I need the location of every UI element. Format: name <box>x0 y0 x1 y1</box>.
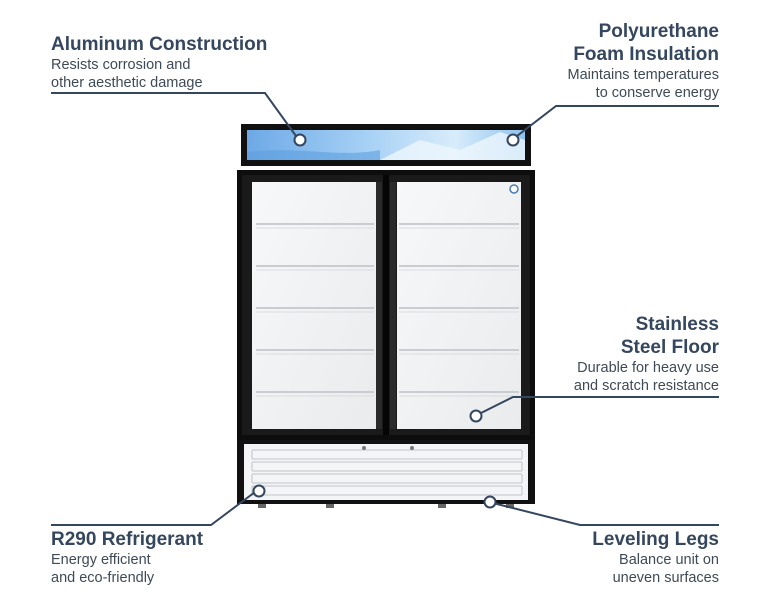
callout-description-line: Durable for heavy use <box>577 360 719 376</box>
leader-lines <box>51 92 719 526</box>
right-door <box>389 175 530 435</box>
callout-polyurethane-foam-insulation: Polyurethane Foam Insulation Maintains t… <box>459 20 719 102</box>
callout-description-line: uneven surfaces <box>612 570 719 586</box>
leader-legs <box>492 502 719 526</box>
marker-r290 <box>252 484 266 498</box>
callout-leveling-legs: Leveling Legs Balance unit on uneven sur… <box>459 528 719 587</box>
leader-r290 <box>51 491 256 526</box>
callout-description-line: and scratch resistance <box>573 378 719 394</box>
callout-description-line: and eco-friendly <box>51 570 155 586</box>
callout-aluminum-construction: Aluminum Construction Resists corrosion … <box>51 33 311 92</box>
marker-steel-floor <box>469 409 483 423</box>
callout-r290-refrigerant: R290 Refrigerant Energy efficient and ec… <box>51 528 311 587</box>
callout-title: R290 Refrigerant <box>51 529 204 550</box>
callout-stainless-steel-floor: Stainless Steel Floor Durable for heavy … <box>459 313 719 395</box>
callout-description-line: Maintains temperatures <box>567 67 719 83</box>
refrigerator-header <box>241 124 531 166</box>
leader-aluminum <box>51 92 297 137</box>
refrigerator-cabinet <box>237 170 535 440</box>
marker-polyurethane <box>506 133 520 147</box>
brand-logo-icon <box>509 184 519 194</box>
leader-steel-floor <box>478 396 719 415</box>
leader-polyurethane <box>516 105 719 137</box>
callout-title: Polyurethane <box>598 21 719 42</box>
callout-title: Leveling Legs <box>592 529 719 550</box>
marker-aluminum <box>293 133 307 147</box>
callout-title: Foam Insulation <box>573 44 719 65</box>
callout-description-line: Balance unit on <box>619 552 719 568</box>
marker-legs <box>483 495 497 509</box>
callout-title: Steel Floor <box>620 337 719 358</box>
left-door <box>242 175 383 435</box>
callout-description-line: other aesthetic damage <box>51 75 203 91</box>
callout-description-line: to conserve energy <box>595 85 719 101</box>
callout-title: Aluminum Construction <box>51 34 268 55</box>
callout-description-line: Energy efficient <box>51 552 151 568</box>
bottom-grille <box>237 440 535 508</box>
callout-description-line: Resists corrosion and <box>51 57 191 73</box>
callout-title: Stainless <box>635 314 719 335</box>
